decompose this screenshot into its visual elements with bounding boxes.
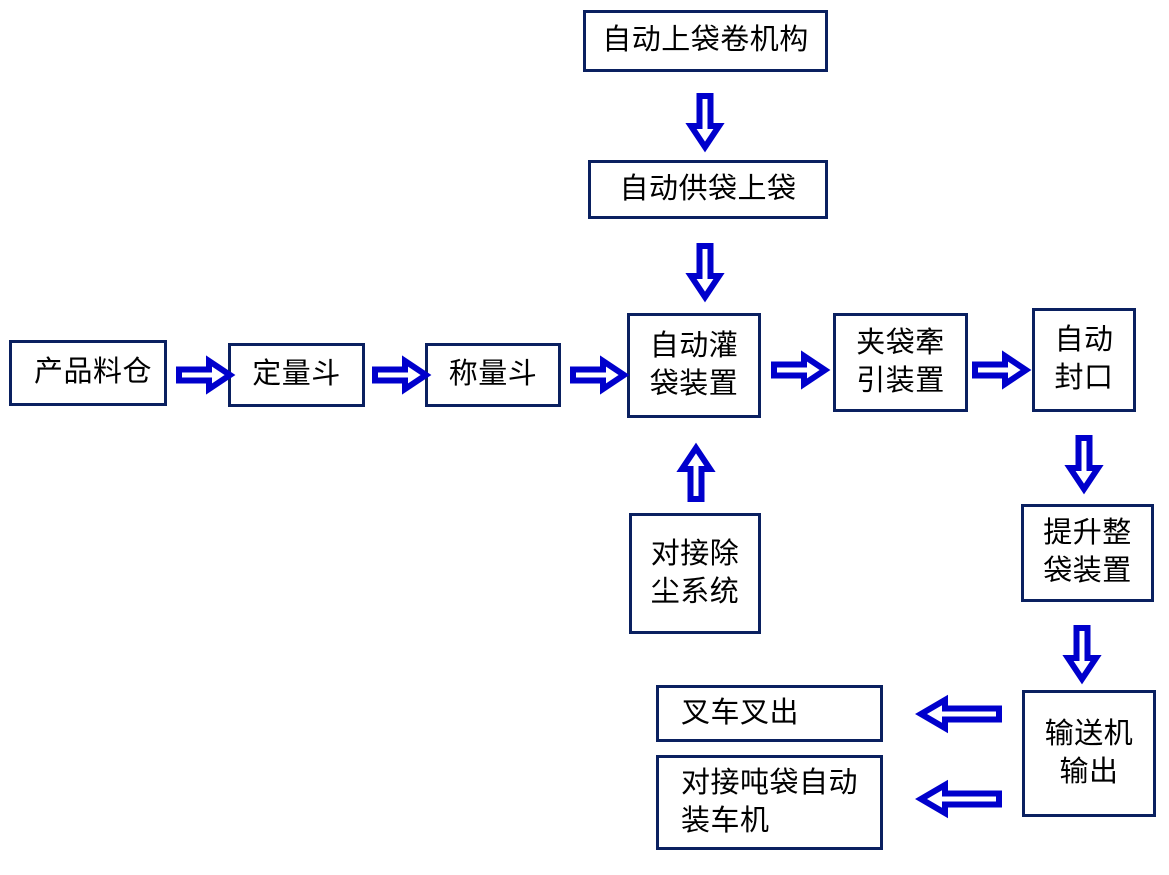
node-ton-bag-auto-loader[interactable]: 对接吨袋自动 装车机: [656, 755, 883, 850]
node-auto-bag-roll-mechanism[interactable]: 自动上袋卷机构: [583, 10, 828, 72]
node-label: 提升整 袋装置: [1043, 517, 1132, 587]
arrow-clamping-to-sealing-right-icon: [972, 350, 1032, 390]
node-product-silo[interactable]: 产品料仓: [9, 340, 167, 406]
node-label: 夹袋牽 引装置: [856, 326, 945, 397]
node-dust-removal-docking-system[interactable]: 对接除 尘系统: [629, 513, 761, 634]
node-dosing-hopper[interactable]: 定量斗: [228, 343, 365, 407]
node-label: 自动灌 袋装置: [649, 329, 739, 400]
node-auto-sealing[interactable]: 自动 封口: [1032, 308, 1136, 412]
node-bag-clamping-traction-device[interactable]: 夹袋牽 引装置: [833, 313, 968, 412]
node-label: 自动供袋上袋: [619, 172, 797, 205]
arrow-dust-to-filling-up-icon: [676, 442, 716, 502]
node-auto-bag-feeding[interactable]: 自动供袋上袋: [588, 160, 828, 219]
node-weighing-hopper[interactable]: 称量斗: [425, 343, 561, 407]
node-label: 对接除 尘系统: [650, 537, 740, 608]
arrow-weighing-to-filling-right-icon: [570, 355, 630, 395]
arrow-conveyor-to-forklift-left-icon: [915, 694, 1002, 734]
node-label: 定量斗: [252, 358, 341, 391]
arrow-feeding-to-filling-down-icon: [685, 243, 725, 303]
arrow-lifting-to-conveyor-down-icon: [1062, 625, 1102, 685]
node-label: 称量斗: [448, 358, 538, 391]
arrow-dosing-to-weighing-right-icon: [372, 355, 432, 395]
arrow-roll-to-feeding-down-icon: [685, 93, 725, 153]
arrow-sealing-to-lifting-down-icon: [1064, 435, 1104, 495]
node-lifting-bag-shaping-device[interactable]: 提升整 袋装置: [1021, 504, 1154, 602]
node-label: 自动上袋卷机构: [602, 24, 809, 57]
arrow-filling-to-clamping-right-icon: [771, 350, 831, 390]
node-label: 产品料仓: [34, 356, 153, 389]
arrow-conveyor-to-tonbag-loader-left-icon: [915, 779, 1002, 819]
node-conveyor-output[interactable]: 输送机 输出: [1022, 690, 1156, 817]
node-label: 自动 封口: [1054, 324, 1114, 394]
arrow-silo-to-dosing-right-icon: [176, 355, 236, 395]
node-label: 对接吨袋自动 装车机: [681, 766, 859, 837]
node-auto-bag-filling-device[interactable]: 自动灌 袋装置: [627, 313, 761, 418]
node-forklift-pickup[interactable]: 叉车叉出: [656, 685, 883, 742]
node-label: 叉车叉出: [681, 696, 800, 729]
node-label: 输送机 输出: [1044, 717, 1134, 788]
